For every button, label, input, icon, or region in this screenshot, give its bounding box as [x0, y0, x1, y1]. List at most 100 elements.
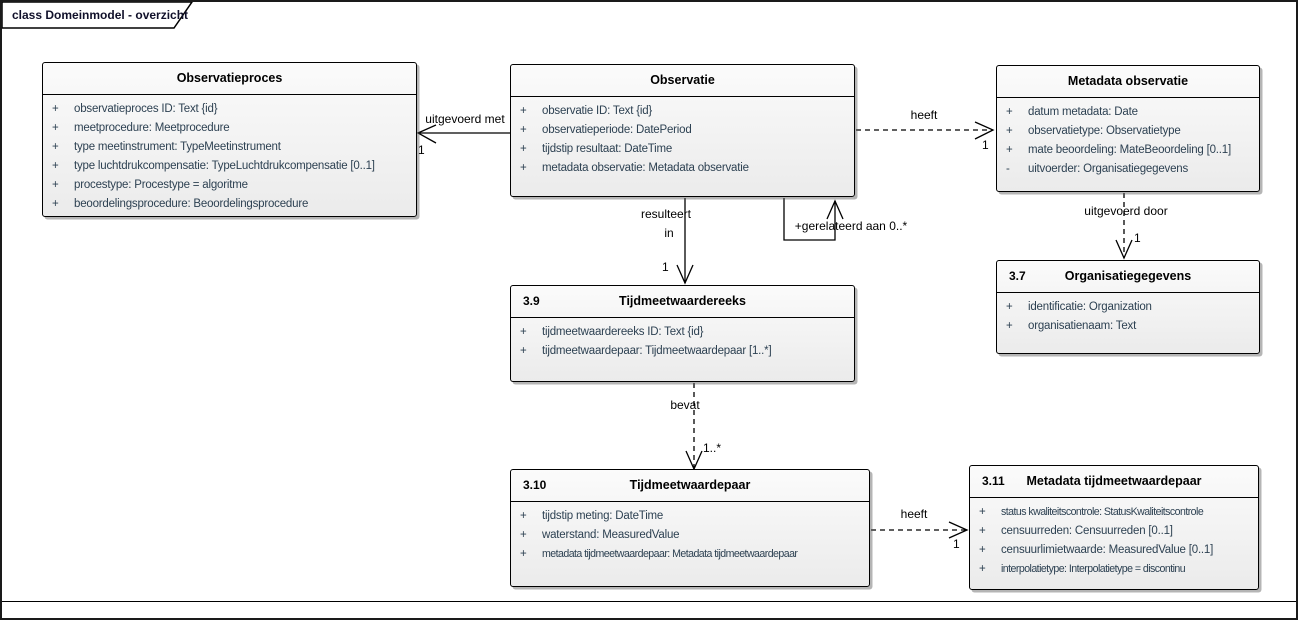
visibility-marker: +	[52, 160, 59, 172]
visibility-marker: +	[1006, 301, 1013, 313]
class-observatieproces[interactable]: Observatieproces + observatieproces ID: T…	[42, 62, 417, 217]
class-title: Metadata observatie	[1067, 74, 1189, 88]
multiplicity-resulteert: 1	[662, 260, 669, 274]
connector-bevat[interactable]	[685, 383, 703, 471]
attribute-text: mate beoordeling: MateBeoordeling [0..1]	[1028, 144, 1231, 156]
class-number: 3.10	[523, 478, 547, 492]
class-header: 3.7 Organisatiegegevens	[997, 261, 1259, 293]
attribute-row: +type luchtdrukcompensatie: TypeLuchtdru…	[43, 157, 416, 176]
class-header: 3.10 Tijdmeetwaardepaar	[511, 470, 869, 502]
attribute-compartment: +datum metadata: Date +observatietype: O…	[997, 98, 1259, 179]
attribute-row: + waterstand: MeasuredValue	[511, 526, 869, 545]
frame-tab-label: class Domeinmodel - overzicht	[12, 8, 189, 22]
attribute-text: datum metadata: Date	[1028, 106, 1138, 118]
class-title: Observatie	[650, 73, 715, 87]
attribute-row: +procestype: Procestype = algoritme	[43, 176, 416, 195]
attribute-row: +tijdmeetwaardepaar: Tijdmeetwaardepaar …	[511, 342, 854, 361]
connector-heeft-observatie[interactable]	[856, 121, 995, 140]
attribute-text: meetprocedure: Meetprocedure	[74, 122, 230, 134]
attribute-text: observatieproces ID: Text {id}	[74, 103, 218, 115]
class-header: Observatie	[511, 65, 854, 97]
visibility-marker: +	[1006, 144, 1013, 156]
class-title: Metadata tijdmeetwaardepaar	[1026, 474, 1202, 488]
attribute-row: +observatieperiode: DatePeriod	[511, 121, 854, 140]
attribute-row: + type meetinstrument: TypeMeetinstrument	[43, 138, 416, 157]
attribute-text: tijdmeetwaardereeks ID: Text {id}	[542, 326, 704, 338]
class-number: 3.7	[1009, 269, 1026, 283]
class-title: Organisatiegegevens	[1064, 269, 1192, 283]
attribute-text: observatietype: Observatietype	[1028, 125, 1181, 137]
connector-label-resulteert-in: in	[664, 226, 674, 240]
visibility-marker: +	[52, 122, 59, 134]
class-metadata-observatie[interactable]: Metadata observatie +datum metadata: Dat…	[996, 65, 1260, 192]
visibility-marker: +	[1006, 320, 1013, 332]
attribute-row: +metadata observatie: Metadata observati…	[511, 159, 854, 178]
class-tijdmeetwaardereeks[interactable]: 3.9 Tijdmeetwaardereeks +tijdmeetwaarder…	[510, 285, 855, 382]
visibility-marker: +	[52, 103, 59, 115]
visibility-marker: +	[520, 105, 527, 117]
attribute-text: tijdstip resultaat: DateTime	[542, 143, 673, 155]
multiplicity-uitgevoerd-met: 1	[418, 143, 425, 157]
class-header: Metadata observatie	[997, 66, 1259, 98]
visibility-marker: +	[520, 143, 527, 155]
attribute-row: +tijdmeetwaardereeks ID: Text {id}	[511, 323, 854, 342]
visibility-marker: +	[1006, 125, 1013, 137]
class-organisatiegegevens[interactable]: 3.7 Organisatiegegevens +identificatie: …	[996, 260, 1260, 354]
attribute-text: waterstand: MeasuredValue	[542, 529, 680, 541]
attribute-row: + tijdstip resultaat: DateTime	[511, 140, 854, 159]
connector-uitgevoerd-door[interactable]	[1115, 193, 1133, 260]
connector-label-uitgevoerd-door: uitgevoerd door	[1084, 204, 1168, 218]
visibility-marker: +	[520, 510, 527, 522]
visibility-marker: +	[520, 548, 527, 560]
attribute-text: metadata observatie: Metadata observatie	[542, 162, 749, 174]
visibility-marker: +	[52, 141, 59, 153]
visibility-marker: +	[520, 529, 527, 541]
attribute-text: type meetinstrument: TypeMeetinstrument	[74, 141, 281, 153]
attribute-row: +datum metadata: Date	[997, 103, 1259, 122]
class-title: Tijdmeetwaardepaar	[629, 478, 751, 492]
connector-label-heeft-paar: heeft	[900, 507, 928, 521]
attribute-text: tijdstip meting: DateTime	[542, 510, 664, 522]
attribute-text: censuurreden: Censuurreden [0..1]	[1001, 525, 1173, 537]
class-header: 3.11 Metadata tijdmeetwaardepaar	[970, 466, 1258, 498]
attribute-text: beoordelingsprocedure: Beoordelingsproce…	[74, 198, 309, 210]
visibility-marker: +	[520, 124, 527, 136]
attribute-row: +status kwaliteitscontrole: StatusKwalit…	[970, 503, 1258, 522]
multiplicity-uitgevoerd-door: 1	[1134, 231, 1141, 245]
connector-label-uitgevoerd-met: uitgevoerd met	[425, 112, 505, 126]
class-metadata-tijdmeetwaardepaar[interactable]: 3.11 Metadata tijdmeetwaardepaar +status…	[969, 465, 1259, 590]
connector-label-heeft-observatie: heeft	[910, 108, 938, 122]
frame-bottom-line	[2, 601, 1296, 602]
multiplicity-heeft-observatie: 1	[982, 138, 989, 152]
class-observatie[interactable]: Observatie + observatie ID: Text {id} +ob…	[510, 64, 855, 197]
attribute-row: + censuurreden: Censuurreden [0..1]	[970, 522, 1258, 541]
connector-uitgevoerd-met[interactable]	[416, 124, 510, 144]
attribute-compartment: +tijdmeetwaardereeks ID: Text {id} +tijd…	[511, 318, 854, 361]
attribute-row: + tijdstip meting: DateTime	[511, 507, 869, 526]
attribute-compartment: + observatie ID: Text {id} +observatieper…	[511, 97, 854, 178]
class-title: Tijdmeetwaardereeks	[619, 294, 746, 308]
attribute-row: + observatietype: Observatietype	[997, 122, 1259, 141]
class-title: Observatieproces	[176, 71, 283, 85]
connector-heeft-paar[interactable]	[871, 521, 969, 539]
connector-label-bevat: bevat	[670, 398, 700, 412]
visibility-marker: +	[979, 525, 986, 537]
visibility-marker: +	[979, 506, 986, 518]
attribute-compartment: +identificatie: Organization +organisati…	[997, 293, 1259, 336]
attribute-row: +beoordelingsprocedure: Beoordelingsproc…	[43, 195, 416, 214]
visibility-marker: +	[979, 544, 986, 556]
connector-label-resulteert: resulteert	[640, 207, 692, 221]
multiplicity-bevat: 1..*	[703, 441, 722, 455]
visibility-marker: +	[52, 179, 59, 191]
multiplicity-heeft-paar: 1	[953, 537, 960, 551]
class-number: 3.9	[523, 294, 540, 308]
attribute-row: + observatie ID: Text {id}	[511, 102, 854, 121]
class-tijdmeetwaardepaar[interactable]: 3.10 Tijdmeetwaardepaar + tijdstip meting…	[510, 469, 870, 587]
frame-tab-shape	[2, 2, 193, 29]
attribute-text: observatie ID: Text {id}	[542, 105, 653, 117]
frame-tab: class Domeinmodel - overzicht	[2, 2, 212, 32]
class-number: 3.11	[982, 474, 1005, 488]
attribute-compartment: +status kwaliteitscontrole: StatusKwalit…	[970, 498, 1258, 579]
class-header: Observatieproces	[43, 63, 416, 95]
